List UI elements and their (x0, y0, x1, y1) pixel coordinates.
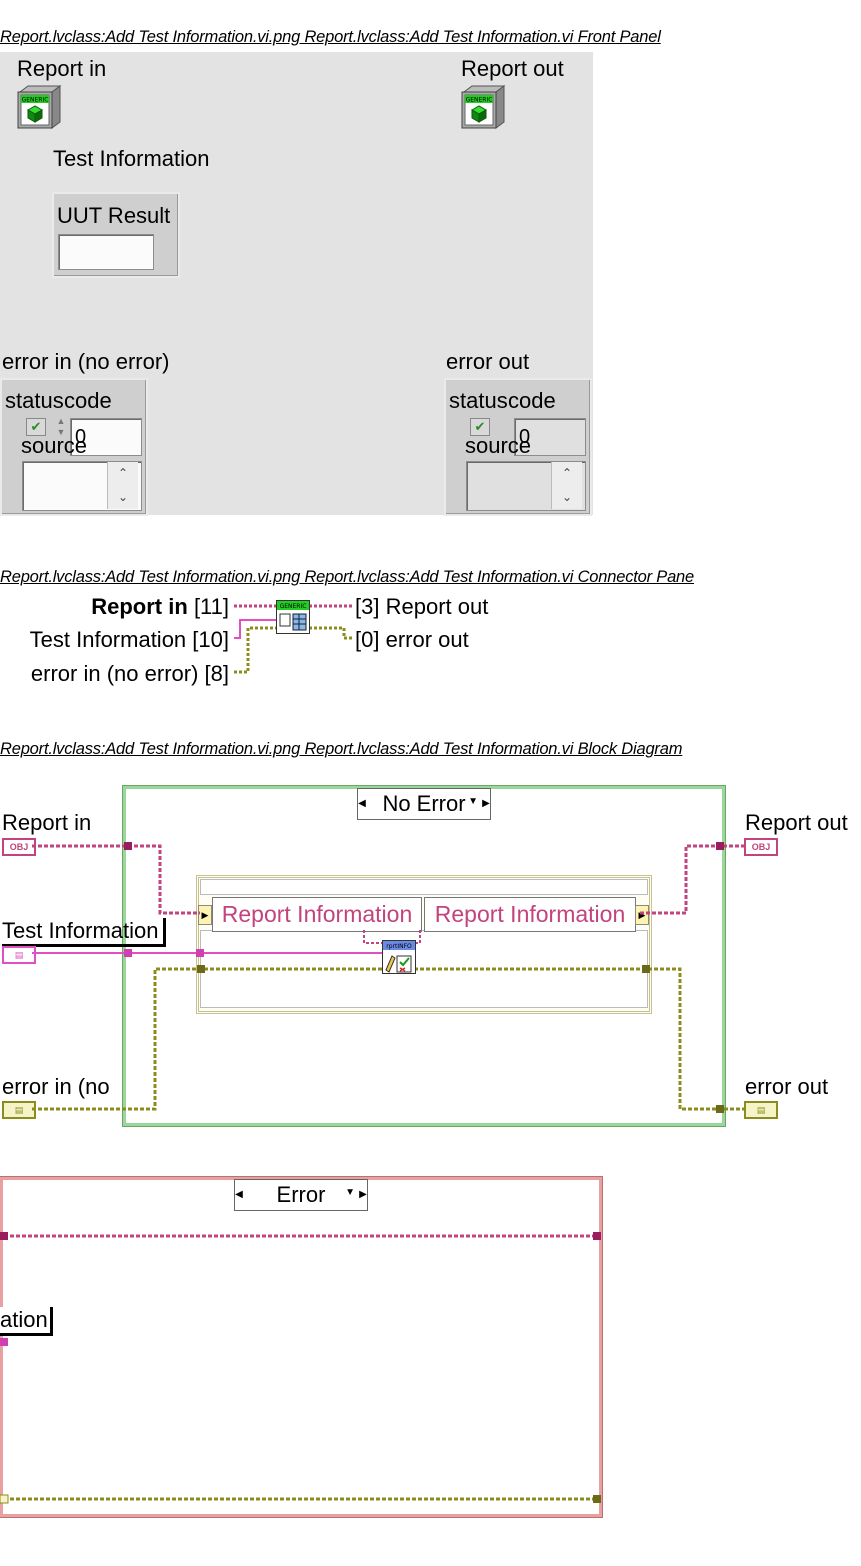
error-in-code-value: 0 (75, 426, 87, 448)
error-out-label: error out (446, 349, 530, 374)
add-test-information-vi-icon[interactable]: GENERIC (276, 600, 310, 634)
report-out-terminal[interactable]: OBJ (744, 838, 778, 856)
front-panel-caption: Report.lvclass:Add Test Information.vi.p… (0, 28, 661, 46)
block-diagram-wires (32, 842, 744, 1113)
test-information-label: Test Information (53, 146, 210, 171)
error-out-status-label: status (449, 388, 508, 413)
bd-error-in-label: error in (no (2, 1074, 110, 1099)
cp-output-report-out: [3] Report out (355, 594, 489, 619)
error-out-source-label: source (465, 433, 532, 458)
scroll-up-icon[interactable]: ⌃ (117, 466, 129, 480)
report-in-class-icon[interactable]: GENERIC (16, 84, 62, 130)
dropdown-icon: ▼ (468, 796, 478, 807)
block-diagram-caption: Report.lvclass:Add Test Information.vi.p… (0, 740, 683, 758)
bd-report-out-label: Report out (745, 810, 848, 835)
test-information-terminal[interactable]: ▤ (2, 946, 36, 964)
error-in-terminal[interactable]: ▤ (2, 1101, 36, 1119)
connector-pane-caption: Report.lvclass:Add Test Information.vi.p… (0, 568, 695, 586)
ipe-right-border-node-icon: ▶ (635, 905, 649, 925)
cp-input-test-information: Test Information [10] (29, 627, 229, 652)
scroll-down-icon[interactable]: ⌄ (561, 490, 573, 504)
class-icon-text: GENERIC (22, 97, 49, 104)
error-out-source-scrollbar[interactable]: ⌃ ⌄ (551, 462, 582, 509)
ipe-unbundle-node[interactable]: Report Information (212, 897, 422, 932)
error-out-status-indicator: ✔ (470, 418, 490, 436)
increment-case-icon: ▶ (482, 798, 490, 809)
scroll-up-icon[interactable]: ⌃ (561, 466, 573, 480)
connector-pane-wires (234, 604, 352, 674)
uut-result-label: UUT Result (57, 203, 171, 228)
error-out-code-value: 0 (519, 426, 531, 448)
case-selector-error[interactable]: ◀ Error ▼ ▶ (234, 1179, 368, 1211)
report-information-subvi-icon[interactable]: rprtINFO (382, 940, 416, 974)
cp-output-error-out: [0] error out (355, 627, 469, 652)
error-in-label: error in (no error) (2, 349, 170, 374)
error-case-test-information-label: ation (0, 1307, 53, 1336)
class-icon-text: GENERIC (280, 603, 307, 610)
report-in-label: Report in (17, 56, 107, 81)
decrement-case-icon: ◀ (358, 798, 366, 809)
ipe-bundle-node[interactable]: Report Information (424, 897, 636, 932)
bd-test-information-label: Test Information (2, 918, 166, 947)
error-in-code-label: code (64, 388, 112, 413)
dropdown-icon: ▼ (345, 1187, 355, 1198)
increment-case-icon: ▶ (359, 1189, 367, 1200)
case-structure-error[interactable] (0, 1176, 603, 1518)
report-out-label: Report out (461, 56, 564, 81)
error-in-source-scrollbar[interactable]: ⌃ ⌄ (107, 462, 138, 509)
scroll-down-icon[interactable]: ⌄ (117, 490, 129, 504)
bd-error-out-label: error out (745, 1074, 829, 1099)
cp-input-error-in: error in (no error) [8] (30, 661, 229, 686)
error-out-code-label: code (508, 388, 556, 413)
ipe-left-border-node-icon: ▶ (198, 905, 212, 925)
error-in-status-checkbox[interactable]: ✔ (26, 418, 46, 436)
subvi-text: rprtINFO (386, 943, 412, 950)
uut-result-field[interactable] (58, 234, 154, 270)
error-in-code-field[interactable] (70, 418, 142, 456)
cp-input-report-in: Report in [11] (91, 594, 229, 619)
class-icon-text: GENERIC (466, 97, 493, 104)
error-out-code-field (514, 418, 586, 456)
error-in-source-label: source (21, 433, 88, 458)
decrement-case-icon: ◀ (235, 1189, 243, 1200)
case-selector-no-error[interactable]: ◀ No Error ▼ ▶ (357, 788, 491, 820)
error-in-status-label: status (5, 388, 64, 413)
error-in-code-spinner-icon[interactable]: ▲▼ (56, 416, 66, 437)
report-out-class-icon[interactable]: GENERIC (460, 84, 506, 130)
error-out-terminal[interactable]: ▤ (744, 1101, 778, 1119)
bd-report-in-label: Report in (2, 810, 92, 835)
error-case-wires (0, 1232, 601, 1504)
ipe-header-bar (200, 879, 648, 895)
